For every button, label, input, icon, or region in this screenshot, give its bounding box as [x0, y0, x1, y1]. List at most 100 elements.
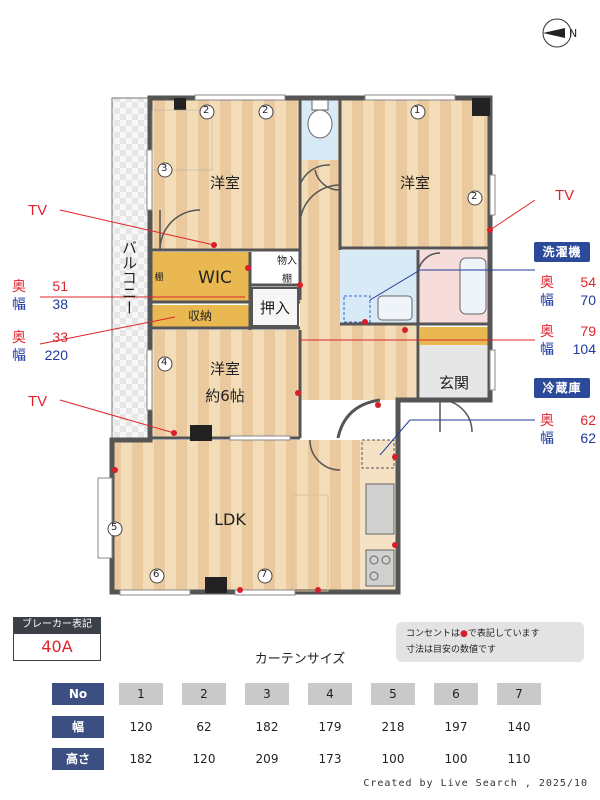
curtain-number-5: 5 [371, 683, 415, 705]
dim-fridge: 奥 62 幅 62 [540, 411, 596, 447]
curtain-number-1: 1 [119, 683, 163, 705]
dim-width-label: 幅 [540, 292, 554, 308]
storage-strip [150, 305, 250, 327]
dim-storage: 奥 33 幅 220 [12, 328, 68, 364]
room-label-western-top-left: 洋室 [209, 174, 240, 192]
curtain-title: カーテンサイズ [254, 652, 346, 667]
dim-depth-label: 奥 [540, 323, 554, 339]
dim-width-label: 幅 [12, 296, 26, 312]
dim-depth-value: 62 [580, 412, 596, 428]
room-label-ldk: LDK [214, 510, 246, 529]
entrance-room [420, 345, 490, 400]
legend-note: コンセントは●で表記しています 寸法は目安の数値です [396, 622, 584, 662]
curtain-width-2: 62 [196, 720, 212, 734]
curtain-number-4: 4 [308, 683, 352, 705]
dim-width-value: 220 [44, 347, 68, 363]
curtain-number-7: 7 [497, 683, 541, 705]
marker-2a: 2 [203, 105, 210, 116]
marker-2c: 2 [471, 191, 478, 202]
marker-3: 3 [161, 163, 168, 174]
fridge-tag: 冷蔵庫 [534, 378, 590, 398]
marker-7: 7 [261, 569, 268, 580]
curtain-width-1: 120 [129, 720, 153, 734]
curtain-width-6: 197 [444, 720, 468, 734]
curtain-height-1: 182 [129, 752, 153, 766]
curtain-number-3: 3 [245, 683, 289, 705]
room-label-western-top-right: 洋室 [399, 174, 430, 192]
curtain-number-2: 2 [182, 683, 226, 705]
outlet-icon: ● [460, 629, 468, 639]
marker-5: 5 [111, 522, 118, 533]
tv-label-top: TV [28, 202, 48, 219]
room-label-shelf: 棚 [154, 273, 164, 283]
dim-width-label: 幅 [540, 341, 554, 357]
room-label-western-middle: 洋室 [209, 360, 240, 378]
breaker-title: ブレーカー表記 [13, 617, 101, 633]
marker-1: 1 [414, 105, 421, 116]
curtain-height-5: 100 [381, 752, 405, 766]
legend-line-2: 寸法は目安の数値です [406, 645, 497, 655]
room-label-middle-size: 約6帖 [205, 387, 245, 405]
curtain-width-5: 218 [381, 720, 405, 734]
curved-wall [336, 398, 381, 439]
room-top-right [340, 100, 490, 248]
dim-depth-label: 奥 [540, 274, 554, 290]
leader-lines [39, 199, 536, 434]
curtain-width-3: 182 [255, 720, 279, 734]
dim-width-value: 38 [52, 296, 68, 312]
curtain-height-4: 173 [318, 752, 342, 766]
compass-icon [542, 18, 572, 48]
curtain-height-2: 120 [192, 752, 216, 766]
dim-washer: 奥 54 幅 70 [540, 273, 596, 309]
dim-width-value: 104 [572, 341, 596, 357]
dim-depth-value: 54 [580, 274, 596, 290]
washer-tag: 洗濯機 [534, 242, 590, 262]
legend-line-1: コンセントは●で表記しています [406, 626, 574, 642]
floor-plan [39, 18, 572, 596]
dim-width-label: 幅 [12, 347, 26, 363]
breaker-value: 40A [13, 633, 101, 661]
dim-depth-label: 奥 [12, 278, 26, 294]
dim-depth-value: 51 [52, 278, 68, 294]
room-label-balcony: バルコニー [120, 240, 138, 315]
dim-width-value: 62 [580, 430, 596, 446]
curtain-number-6: 6 [434, 683, 478, 705]
room-label-closet: 押入 [259, 299, 290, 317]
curtain-width-7: 140 [507, 720, 531, 734]
windows [97, 94, 496, 596]
dim-depth-label: 奥 [540, 412, 554, 428]
dim-depth-value: 79 [580, 323, 596, 339]
doors [159, 164, 473, 471]
room-label-wic: WIC [198, 268, 232, 288]
dim-depth-label: 奥 [12, 329, 26, 345]
marker-2b: 2 [262, 105, 269, 116]
room-wic [150, 252, 250, 302]
dim-width-value: 70 [580, 292, 596, 308]
room-top-left [150, 100, 300, 250]
room-middle [150, 330, 300, 438]
room-label-storage-strip: 収納 [187, 309, 212, 323]
room-label-storage: 物入 [277, 256, 297, 267]
curtain-header-height: 高さ [52, 748, 104, 770]
compass-north-label: N [569, 27, 578, 40]
closet-box [251, 287, 299, 327]
marker-6: 6 [153, 569, 160, 580]
room-label-shelf2: 棚 [282, 274, 292, 285]
window-markers [107, 104, 483, 584]
room-ldk [112, 440, 398, 592]
window-marker-numbers: 2 2 1 2 3 4 5 6 7 [111, 105, 478, 580]
curtain-width-4: 179 [318, 720, 342, 734]
legend-line-1-start: コンセントは [406, 629, 461, 639]
dim-width-label: 幅 [540, 430, 554, 446]
tv-label-right: TV [555, 187, 575, 204]
legend-line-1-end: で表記しています [467, 629, 540, 639]
dim-depth-value: 33 [52, 329, 68, 345]
curtain-height-6: 100 [444, 752, 468, 766]
tv-label-bottom: TV [28, 393, 48, 410]
marker-4: 4 [161, 357, 168, 368]
curtain-header-width: 幅 [52, 716, 104, 738]
dim-wic: 奥 51 幅 38 [12, 277, 68, 313]
balcony-area [111, 97, 151, 439]
curtain-header-no: No [52, 683, 104, 705]
curtain-height-3: 209 [255, 752, 279, 766]
